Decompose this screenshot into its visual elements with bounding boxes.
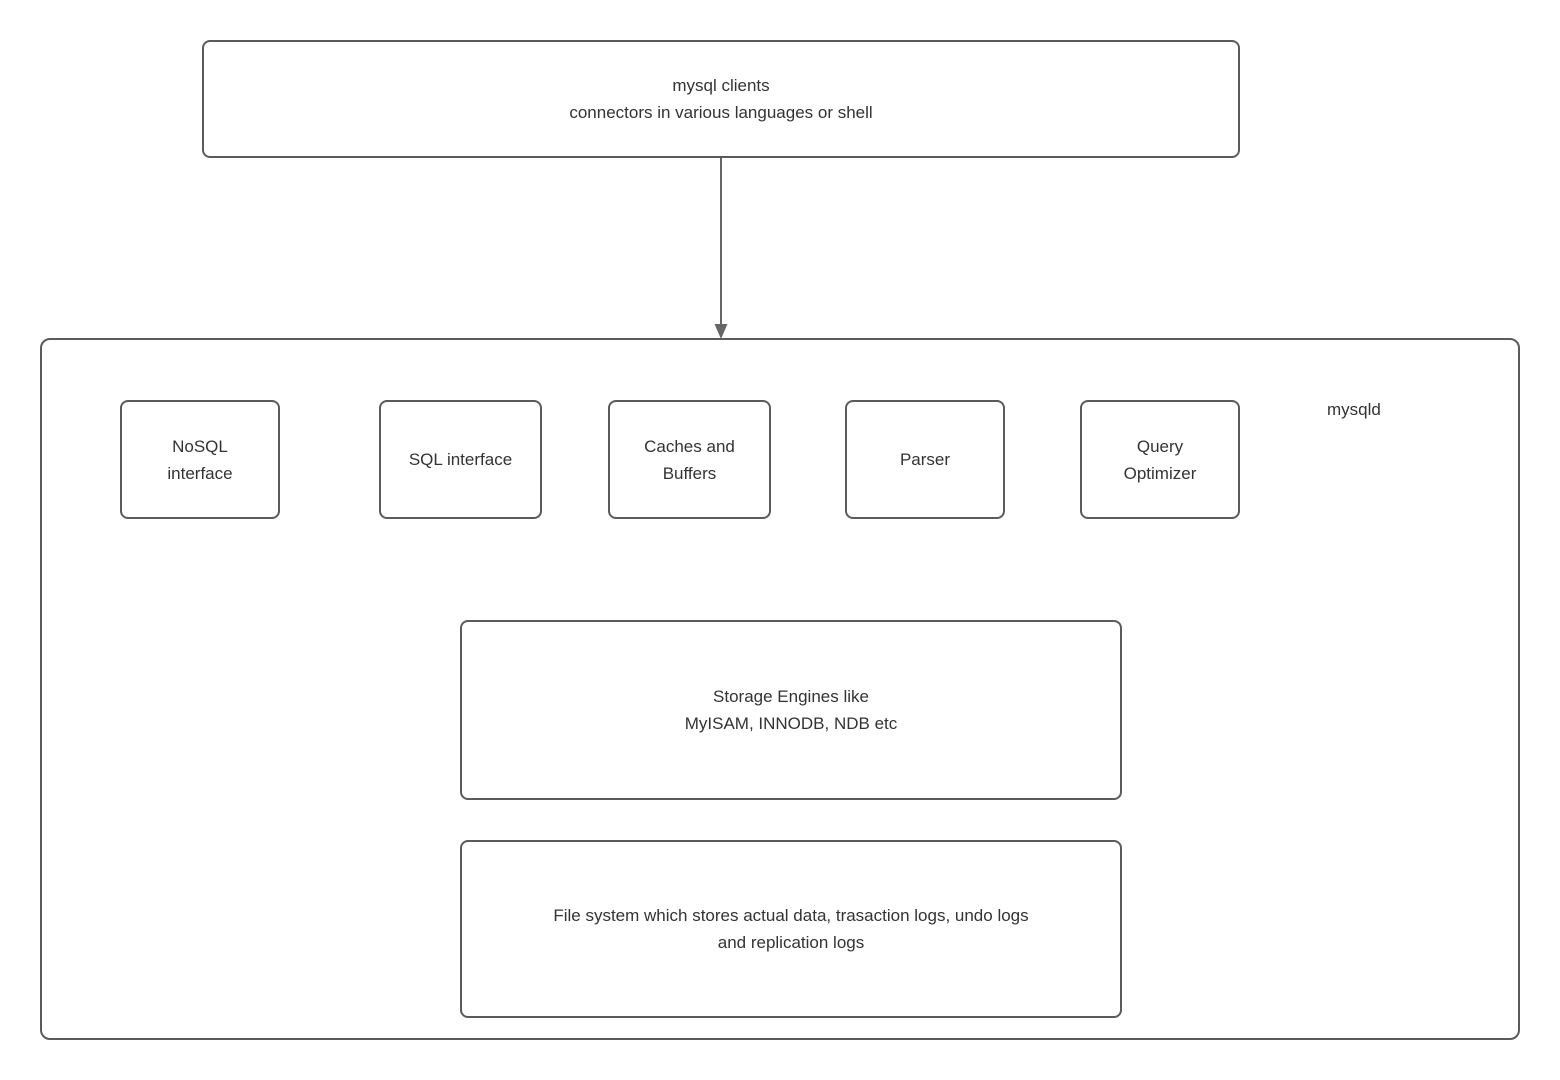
component-sql-interface: SQL interface xyxy=(379,400,542,519)
file-system-box: File system which stores actual data, tr… xyxy=(460,840,1122,1018)
down-arrow-icon xyxy=(714,158,728,339)
storage-engines-box: Storage Engines like MyISAM, INNODB, NDB… xyxy=(460,620,1122,800)
component-query-optimizer: Query Optimizer xyxy=(1080,400,1240,519)
server-label: mysqld xyxy=(1327,400,1381,419)
component-parser: Parser xyxy=(845,400,1005,519)
clients-box: mysql clients connectors in various lang… xyxy=(202,40,1240,158)
component-caches-and-buffers: Caches and Buffers xyxy=(608,400,771,519)
component-nosql-interface: NoSQL interface xyxy=(120,400,280,519)
